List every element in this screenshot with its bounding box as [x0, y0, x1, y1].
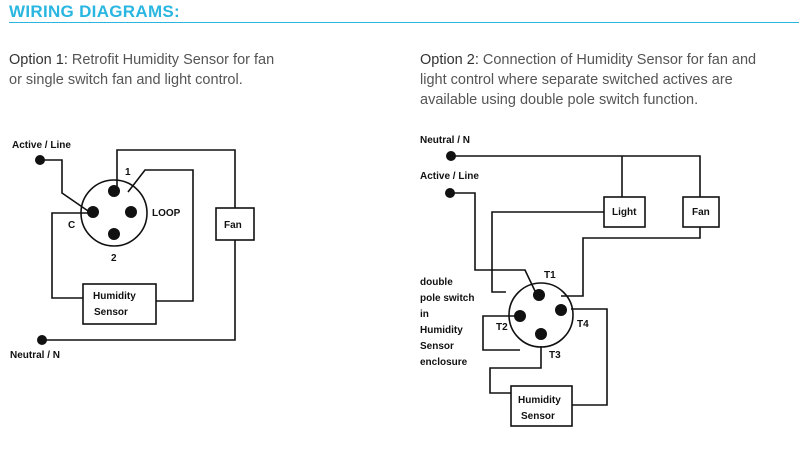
option2-fan-label: Fan — [692, 207, 710, 218]
option2-light-box — [603, 196, 646, 228]
option2-note-line1: double — [420, 277, 453, 288]
option1-neutral-wire — [42, 240, 236, 341]
option2-neutral-bus — [451, 155, 701, 197]
option1-terminal-c-label: C — [68, 220, 75, 231]
option1-terminal-c-dot — [87, 206, 99, 218]
option2-text-line1: Connection of Humidity Sensor for fan an… — [478, 52, 757, 68]
option2-t2-dot — [514, 310, 526, 322]
option2-diagram — [450, 155, 720, 427]
option2-active-label: Active / Line — [420, 171, 479, 182]
option2-sensor-box — [510, 385, 573, 427]
option1-description: Option 1: Retrofit Humidity Sensor for f… — [9, 50, 274, 90]
option1-sensor-active-wire — [127, 169, 194, 302]
option2-t4-sensor-wire — [571, 308, 608, 406]
option2-neutral-label: Neutral / N — [420, 135, 470, 146]
option1-text-line1: Retrofit Humidity Sensor for fan — [67, 52, 275, 68]
option2-label: Option 2: — [420, 52, 479, 68]
option2-t2-loop-wire — [482, 315, 520, 351]
option1-fan-label: Fan — [224, 220, 242, 231]
option2-t1-label: T1 — [544, 270, 556, 281]
option2-light-label: Light — [612, 207, 637, 218]
page-title: WIRING DIAGRAMS: — [9, 2, 181, 21]
option1-fan-feed-wire — [116, 149, 236, 208]
option2-t3-sensor-wire — [489, 346, 542, 394]
option2-text-line3: available using double pole switch funct… — [420, 92, 699, 108]
option1-neutral-terminal-dot — [37, 335, 47, 345]
option2-note-line5: Sensor — [420, 341, 454, 352]
option1-terminal-1-dot — [108, 185, 120, 197]
option1-active-wire — [40, 159, 92, 214]
option1-neutral-label: Neutral / N — [10, 350, 60, 361]
option1-loop-label: LOOP — [152, 208, 181, 219]
option1-sensor-box — [82, 283, 157, 325]
option1-active-terminal-dot — [35, 155, 45, 165]
option2-t3-label: T3 — [549, 350, 561, 361]
option2-active-terminal-dot — [445, 188, 455, 198]
option2-note-line3: in — [420, 309, 429, 320]
option2-description: Option 2: Connection of Humidity Sensor … — [420, 50, 756, 110]
option2-note-line6: enclosure — [420, 357, 468, 368]
option2-light-feed-wire — [491, 211, 604, 293]
option1-text-line2: or single switch fan and light control. — [9, 72, 243, 88]
option2-text-line2: light control where separate switched ac… — [420, 72, 733, 88]
option2-t3-dot — [535, 328, 547, 340]
option1-sensor-label-line2: Sensor — [94, 307, 128, 318]
option2-fan-feed-wire — [561, 227, 701, 297]
option2-t4-dot — [555, 304, 567, 316]
option2-t4-label: T4 — [577, 319, 589, 330]
option1-terminal-2-dot — [108, 228, 120, 240]
option1-terminal-1-label: 1 — [125, 167, 131, 178]
option1-c-wire — [51, 212, 92, 299]
option2-active-wire — [450, 192, 536, 292]
option1-terminal-2-label: 2 — [111, 253, 117, 264]
option2-fan-box — [682, 196, 720, 228]
title-divider — [9, 22, 799, 23]
option2-t2-label: T2 — [496, 322, 508, 333]
option1-sensor-label-line1: Humidity — [93, 291, 136, 302]
option1-fan-box — [215, 207, 255, 241]
option1-terminal-loop-dot — [125, 206, 137, 218]
option2-neutral-terminal-dot — [446, 151, 456, 161]
option1-diagram — [40, 149, 255, 341]
option2-sensor-label-line1: Humidity — [518, 395, 561, 406]
option2-note-line2: pole switch — [420, 293, 474, 304]
option1-active-label: Active / Line — [12, 140, 71, 151]
option1-label: Option 1: — [9, 52, 68, 68]
option2-t1-dot — [533, 289, 545, 301]
option2-sensor-label-line2: Sensor — [521, 411, 555, 422]
option2-note-line4: Humidity — [420, 325, 463, 336]
